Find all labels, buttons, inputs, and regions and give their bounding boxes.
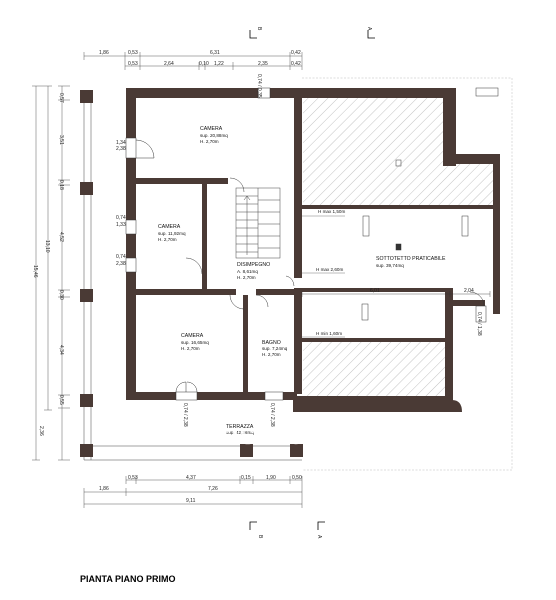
height-lines <box>302 215 345 338</box>
height-max-2: H max 2,60m <box>316 267 343 272</box>
dim-left-a: 0,57 <box>58 93 64 103</box>
dim-top2-a: 0,53 <box>128 61 138 67</box>
walls <box>126 88 500 412</box>
dim-left-e: 0,30 <box>58 290 64 300</box>
plan-title: PIANTA PIANO PRIMO <box>80 574 176 584</box>
bottom-dimension-lines <box>83 476 303 508</box>
attic-fixtures <box>361 87 499 321</box>
section-a-bottom: A <box>316 535 322 539</box>
room-disimpegno-name: DISIMPEGNO <box>237 262 270 268</box>
height-min: H min 1,60m <box>316 331 342 336</box>
room-terrazza-area: sup. 42,38mq <box>226 430 254 435</box>
dim-win1-w: 1,34 <box>116 140 126 146</box>
dim-top2-b: 2,64 <box>164 61 174 67</box>
dim-win1-h: 2,38 <box>116 146 126 152</box>
room-terrazza: TERRAZZA sup. 42,38mq <box>226 424 254 435</box>
room-disimpegno-height: H. 2,70m <box>237 275 256 280</box>
terrace-curve <box>452 400 462 412</box>
windows <box>125 87 487 401</box>
dim-left-total1: 13,10 <box>44 240 50 253</box>
dim-top2-f: 0,42 <box>291 61 301 67</box>
hatched-areas <box>303 98 493 396</box>
dim-bot1-d: 1,90 <box>266 475 276 481</box>
dim-win2-w: 0,74 <box>116 215 126 221</box>
mid-dimension-line <box>301 291 491 297</box>
dim-bot3-a: 9,11 <box>186 498 196 504</box>
room-camera-1: CAMERA sup. 20,88mq H. 2,70m <box>200 126 228 144</box>
room-sottotetto: SOTTOTETTO PRATICABILE sup. 39,74mq <box>376 256 446 268</box>
dim-win3-h: 2,38 <box>116 261 126 267</box>
dim-left-f: 4,34 <box>58 345 64 355</box>
dim-top2-d: 1,22 <box>214 61 224 67</box>
watermark-text: casa.it <box>206 418 299 451</box>
room-bagno: BAGNO sup. 7,24mq H. 2,70m <box>262 340 288 357</box>
room-camera-2: CAMERA sup. 11,92mq H. 2,70m <box>158 224 186 242</box>
dim-bot1-e: 0,50 <box>292 475 302 481</box>
dim-mid-small: 0,74 / 1,38 <box>476 312 482 336</box>
dim-door1: 0,74 / 2,38 <box>182 403 188 427</box>
dim-left-total2: 15,46 <box>32 265 38 278</box>
room-camera-1-name: CAMERA <box>200 126 223 132</box>
left-dimension-lines <box>32 85 70 461</box>
room-terrazza-name: TERRAZZA <box>226 424 254 430</box>
height-max-1: H max 1,50m <box>318 209 345 214</box>
room-camera-3-name: CAMERA <box>181 333 204 339</box>
room-camera-2-name: CAMERA <box>158 224 181 230</box>
dim-left-h: 2,36 <box>38 426 44 436</box>
dim-left-g: 0,55 <box>58 395 64 405</box>
dim-top1-c: 6,31 <box>210 50 220 56</box>
room-disimpegno: DISIMPEGNO A. 8,61mq H. 2,70m <box>237 262 270 280</box>
room-sottotetto-name: SOTTOTETTO PRATICABILE <box>376 256 446 262</box>
dim-left-b: 3,51 <box>58 135 64 145</box>
door-swings <box>135 139 485 393</box>
dim-bot2-b: 7,26 <box>208 486 218 492</box>
columns <box>80 90 303 457</box>
room-disimpegno-area: A. 8,61mq <box>237 269 258 274</box>
dim-bot1-a: 0,53 <box>128 475 138 481</box>
staircase <box>235 187 281 259</box>
dim-door2: 0,74 / 2,38 <box>269 403 275 427</box>
dim-left-c: 0,18 <box>58 180 64 190</box>
dim-top-small: 0,74 / 0,35 <box>256 74 262 98</box>
dim-top1-b: 0,53 <box>128 50 138 56</box>
dim-bot2-a: 1,86 <box>99 486 109 492</box>
dim-top2-c: 0,10 <box>199 61 209 67</box>
dim-left-d: 4,52 <box>58 232 64 242</box>
room-camera-3: CAMERA sup. 16,65mq H. 2,70m <box>181 333 209 351</box>
section-b-top: B <box>256 27 262 31</box>
room-sottotetto-area: sup. 39,74mq <box>376 263 404 268</box>
dim-win3-w: 0,74 <box>116 254 126 260</box>
dim-win2-h: 1,33 <box>116 222 126 228</box>
room-bagno-name: BAGNO <box>262 340 281 346</box>
top-dimension-lines <box>83 52 303 70</box>
room-camera-2-area: sup. 11,92mq <box>158 231 186 236</box>
dim-mid-b: 2,04 <box>464 288 474 294</box>
dim-bot1-c: 0,15 <box>241 475 251 481</box>
dim-top1-d: 0,42 <box>291 50 301 56</box>
room-camera-1-area: sup. 20,88mq <box>200 133 228 138</box>
dim-top1-a: 1,86 <box>99 50 109 56</box>
dim-bot1-b: 4,37 <box>186 475 196 481</box>
room-camera-3-height: H. 2,70m <box>181 346 200 351</box>
dim-mid-a: 6,01 <box>370 288 380 294</box>
room-camera-2-height: H. 2,70m <box>158 237 177 242</box>
dim-top2-e: 2,35 <box>258 61 268 67</box>
room-bagno-height: H. 2,70m <box>262 352 281 357</box>
section-marks <box>249 30 375 530</box>
room-camera-3-area: sup. 16,65mq <box>181 340 209 345</box>
room-bagno-area: sup. 7,24mq <box>262 346 288 351</box>
section-a-top: A <box>366 27 372 31</box>
room-camera-1-height: H. 2,70m <box>200 139 219 144</box>
section-b-bottom: B <box>257 535 263 539</box>
